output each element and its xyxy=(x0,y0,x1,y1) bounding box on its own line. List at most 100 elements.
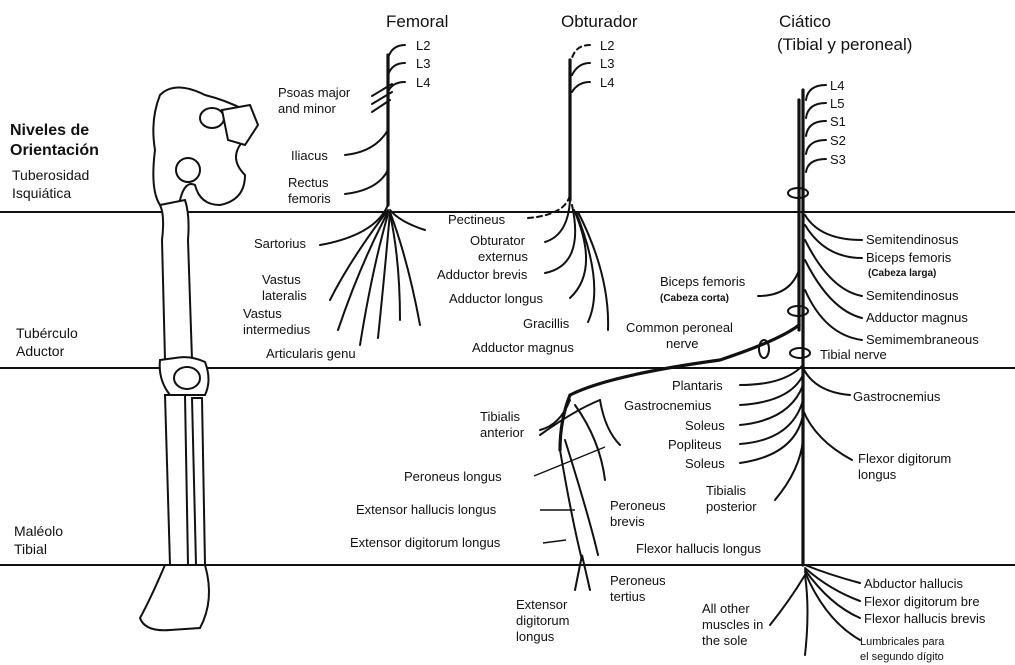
nerve-headers: Femoral Obturador Ciático (Tibial y pero… xyxy=(386,12,912,54)
biceps-larga-branch xyxy=(805,225,862,258)
sciatic-root-s1-label: S1 xyxy=(830,114,846,129)
tibia-bone xyxy=(165,395,188,565)
vastus-lateralis-label: Vastus xyxy=(262,272,301,287)
obturator-root-l4-label: L4 xyxy=(600,75,614,90)
adductor-magnus-obt-label: Adductor magnus xyxy=(472,340,574,355)
tibialis-anterior-label-line2: anterior xyxy=(480,425,525,440)
gastrocnemius-right-branch xyxy=(803,368,850,395)
level-maleolo-line2: Tibial xyxy=(14,541,47,557)
biceps-corta-branch xyxy=(758,270,799,296)
sciatic-root-s3-label: S3 xyxy=(830,152,846,167)
lumbricales-label: Lumbricales para xyxy=(860,636,945,648)
sciatic-nerve-tree xyxy=(540,85,862,655)
adductor-longus-label: Adductor longus xyxy=(449,291,543,306)
soleus-label-1: Soleus xyxy=(685,418,725,433)
lumbricales-label-line2: el segundo dígito xyxy=(860,651,944,663)
semimembraneous-label: Semimembraneous xyxy=(866,332,979,347)
vastus-lateralis-branch xyxy=(330,210,388,300)
levels-title-line2: Orientación xyxy=(10,142,99,159)
semitendinosus-label-2: Semitendinosus xyxy=(866,288,959,303)
obturator-externus-label-line2: externus xyxy=(478,249,528,264)
tibial-nerve-label: Tibial nerve xyxy=(820,347,887,362)
plantaris-label: Plantaris xyxy=(672,378,723,393)
adductor-magnus-sciatic-label: Adductor magnus xyxy=(866,310,968,325)
sciatic-sheath-ring-3 xyxy=(790,348,810,358)
pelvis-bone xyxy=(153,88,249,207)
level-tuberculo-line2: Aductor xyxy=(16,343,65,359)
biceps-larga-sublabel: (Cabeza larga) xyxy=(868,268,936,279)
leg-skeleton-illustration xyxy=(140,88,258,631)
pectineus-branch xyxy=(528,195,570,218)
sartorius-label: Sartorius xyxy=(254,236,307,251)
header-obturador: Obturador xyxy=(561,12,638,31)
fibula-bone xyxy=(192,398,205,565)
biceps-larga-label: Biceps femoris xyxy=(866,250,952,265)
fhb-label: Flexor hallucis brevis xyxy=(864,611,986,626)
sciatic-root-s2-label: S2 xyxy=(830,133,846,148)
level-tuberosidad-line2: Isquiática xyxy=(12,185,71,201)
level-maleolo-line1: Maléolo xyxy=(14,523,63,539)
sciatic-root-s3 xyxy=(806,159,826,172)
semitendinosus-label-1: Semitendinosus xyxy=(866,232,959,247)
sciatic-root-s1 xyxy=(806,121,826,136)
ext-dig-label-line3: longus xyxy=(516,629,555,644)
header-ciatico: Ciático xyxy=(779,12,831,31)
soleus-branch-2 xyxy=(740,415,803,463)
femur-bone xyxy=(160,200,192,366)
peroneus-brevis-label: Peroneus xyxy=(610,498,666,513)
obturator-root-l4 xyxy=(572,82,590,92)
other-sole-branch-1 xyxy=(770,575,805,625)
orientation-levels: Niveles de Orientación Tuberosidad Isqui… xyxy=(10,122,99,557)
level-tuberculo-line1: Tubérculo xyxy=(16,325,78,341)
leader-lines xyxy=(534,447,605,543)
sciatic-labels: L4 L5 S1 S2 S3 Semitendinosus Biceps fem… xyxy=(350,78,986,663)
adductor-brevis-label: Adductor brevis xyxy=(437,267,528,282)
levels-title-line1: Niveles de xyxy=(10,122,89,139)
peroneus-tertius-label: Peroneus xyxy=(610,573,666,588)
femoral-root-l3-label: L3 xyxy=(416,56,430,71)
obturator-root-l2-label: L2 xyxy=(600,38,614,53)
sacrum-bone xyxy=(222,105,258,145)
ext-dig-longus-leader xyxy=(543,540,566,543)
popliteus-label: Popliteus xyxy=(668,437,722,452)
biceps-corta-label: Biceps femoris xyxy=(660,274,746,289)
peroneus-branch-upper xyxy=(600,400,620,445)
ext-dig-label: Extensor xyxy=(516,597,568,612)
gastrocnemius-right-label: Gastrocnemius xyxy=(853,389,941,404)
articularis-label: Articularis genu xyxy=(266,346,356,361)
sciatic-root-l4-label: L4 xyxy=(830,78,844,93)
other-sole-label: All other xyxy=(702,601,750,616)
femoral-root-l4 xyxy=(388,82,405,92)
ext-dig-label-line2: digitorum xyxy=(516,613,569,628)
femoral-root-l3 xyxy=(388,63,405,75)
obturator-nerve-tree xyxy=(528,45,608,330)
rectus-branch xyxy=(345,170,388,194)
iliacus-branch xyxy=(345,130,388,155)
femoral-branch-7 xyxy=(390,212,420,325)
ext-dig-brevis-branch xyxy=(575,555,590,590)
other-sole-branch-2 xyxy=(805,575,808,655)
fdl-label-line2: longus xyxy=(858,467,897,482)
common-peroneal-label: Common peroneal xyxy=(626,320,733,335)
femoral-root-l4-label: L4 xyxy=(416,75,430,90)
psoas-label-line2: and minor xyxy=(278,101,336,116)
sciatic-root-s2 xyxy=(806,140,826,154)
gastrocnemius-left-label: Gastrocnemius xyxy=(624,398,712,413)
femoral-head xyxy=(176,158,200,182)
other-sole-label-line3: the sole xyxy=(702,633,748,648)
peroneus-tertius-label-line2: tertius xyxy=(610,589,646,604)
femoral-root-l2 xyxy=(388,45,405,58)
tibialis-posterior-label: Tibialis xyxy=(706,483,746,498)
hip-socket xyxy=(200,108,224,128)
sciatic-root-l5-label: L5 xyxy=(830,96,844,111)
biceps-corta-sublabel: (Cabeza corta) xyxy=(660,293,729,304)
fhl-label: Flexor hallucis longus xyxy=(636,541,762,556)
level-tuberosidad-line1: Tuberosidad xyxy=(12,167,89,183)
gracilis-label: Gracillis xyxy=(523,316,570,331)
psoas-label: Psoas major xyxy=(278,85,351,100)
obturator-externus-branch xyxy=(545,200,570,242)
rectus-label: Rectus xyxy=(288,175,329,190)
header-ciatico-sub: (Tibial y peroneal) xyxy=(777,35,912,54)
